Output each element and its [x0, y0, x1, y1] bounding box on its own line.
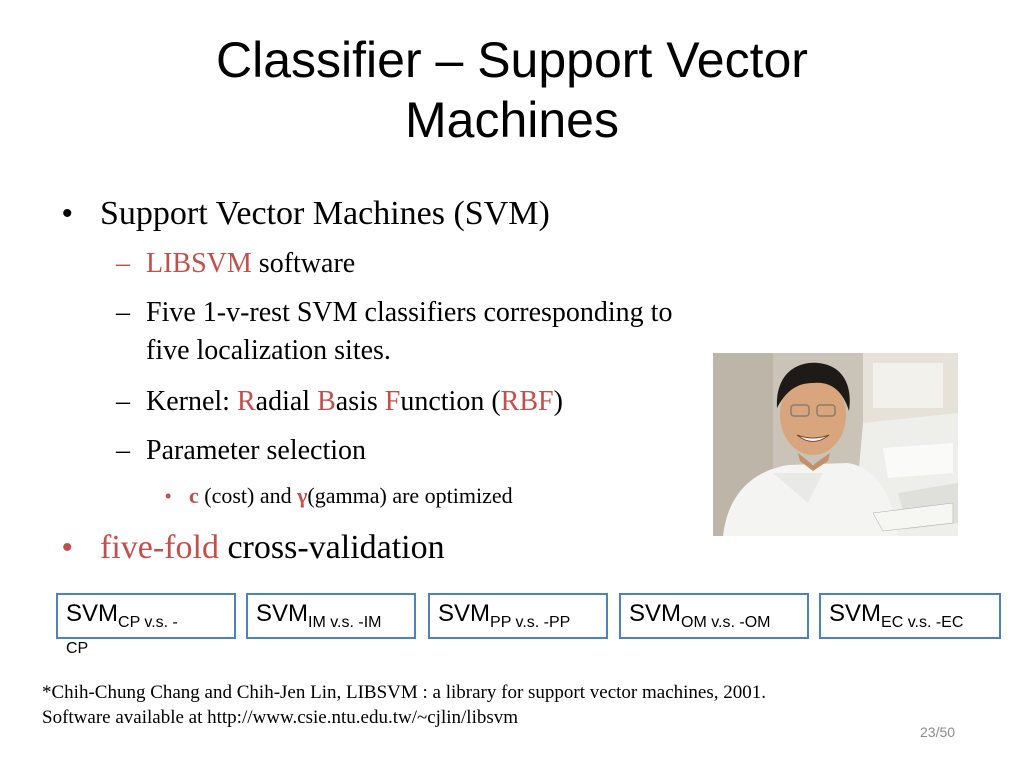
- subbullet-libsvm-text: LIBSVM software: [146, 245, 355, 283]
- svm-box-sub: EC v.s. -EC: [881, 613, 964, 631]
- optimized-text: c (cost) and γ(gamma) are optimized: [189, 482, 513, 510]
- svm-box-pp: SVMPP v.s. -PP: [428, 593, 608, 639]
- kernel-f-highlight: F: [384, 386, 401, 417]
- bullet-marker: •: [62, 531, 73, 564]
- slide-title-line2: Machines: [405, 92, 619, 148]
- slide-title-line1: Classifier – Support Vector: [216, 32, 808, 88]
- five-classifiers-line2: five localization sites.: [146, 335, 391, 366]
- kernel-prefix: Kernel:: [146, 386, 237, 417]
- svm-box-main: SVM: [829, 600, 882, 627]
- slide-title: Classifier – Support Vector Machines: [0, 30, 1024, 150]
- libsvm-rest: software: [251, 248, 356, 279]
- svm-box-main: SVM: [66, 600, 119, 627]
- five-classifiers-line1: Five 1-v-rest SVM classifiers correspond…: [146, 297, 673, 328]
- bullet-five-fold-text: five-fold cross-validation: [100, 528, 445, 568]
- five-fold-highlight: five-fold: [100, 529, 219, 566]
- kernel-r-highlight: R: [236, 386, 256, 417]
- cross-validation-text: cross-validation: [218, 529, 445, 566]
- svm-box-main: SVM: [629, 600, 682, 627]
- gamma-symbol: γ: [297, 483, 308, 508]
- dash-marker: –: [116, 248, 130, 279]
- kernel-close: ): [553, 386, 563, 417]
- svm-box-im: SVMIM v.s. -IM: [246, 593, 416, 639]
- svm-box-sub: OM v.s. -OM: [681, 613, 771, 631]
- kernel-rbf-highlight: RBF: [500, 386, 554, 417]
- kernel-b-highlight: B: [317, 386, 336, 417]
- svm-box-sub: PP v.s. -PP: [490, 613, 571, 631]
- page-number: 23/50: [920, 724, 956, 740]
- svm-box-ec: SVMEC v.s. -EC: [819, 593, 1001, 639]
- bullet-marker-small: •: [165, 486, 172, 506]
- svm-box-om: SVMOM v.s. -OM: [619, 593, 809, 639]
- c-highlight: c: [189, 483, 199, 508]
- parameter-selection-text: Parameter selection: [146, 435, 367, 466]
- kernel-asis: asis: [335, 386, 385, 417]
- svm-box-main: SVM: [438, 600, 491, 627]
- svm-box-cp: SVMCP v.s. -: [56, 593, 236, 639]
- kernel-unction: unction (: [400, 386, 501, 417]
- dash-marker: –: [116, 386, 130, 417]
- dash-marker: –: [116, 435, 130, 466]
- person-photo: [713, 353, 958, 536]
- kernel-adial: adial: [255, 386, 318, 417]
- svm-box-sub: IM v.s. -IM: [308, 613, 382, 631]
- gamma-optimized: (gamma) are optimized: [307, 483, 513, 508]
- footnote-url: Software available at http://www.csie.nt…: [42, 707, 519, 728]
- bullet-marker: •: [62, 197, 73, 230]
- kernel-text: Kernel: Radial Basis Function (RBF): [146, 383, 563, 421]
- cost-and: (cost) and: [198, 483, 298, 508]
- libsvm-highlight: LIBSVM: [146, 248, 252, 279]
- svm-box-cp-wrap: CP: [66, 640, 89, 657]
- svm-box-main: SVM: [256, 600, 309, 627]
- svm-box-sub: CP v.s. -: [118, 613, 178, 631]
- bullet-svm-text: Support Vector Machines (SVM): [100, 195, 550, 232]
- footnote-citation: *Chih-Chung Chang and Chih-Jen Lin, LIBS…: [42, 682, 767, 703]
- dash-marker: –: [116, 297, 130, 328]
